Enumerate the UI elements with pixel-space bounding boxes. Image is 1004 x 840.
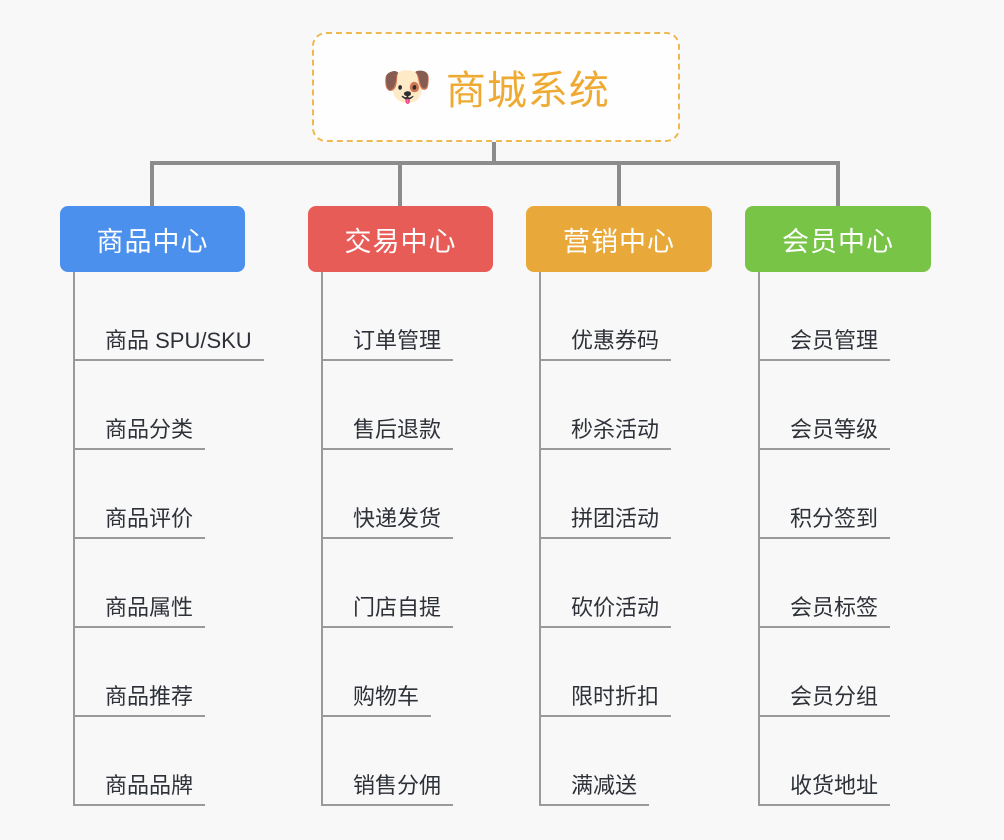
leaf-item[interactable]: 收货地址	[758, 717, 891, 806]
leaf-item[interactable]: 会员等级	[758, 361, 891, 450]
branch-trunk-line	[758, 272, 760, 806]
leaf-item[interactable]: 购物车	[321, 628, 453, 717]
leaf-label: 积分签到	[758, 506, 891, 539]
dog-face-icon: 🐶	[382, 65, 432, 109]
branch-drop-connector-2	[398, 161, 402, 207]
leaf-item[interactable]: 售后退款	[321, 361, 454, 450]
leaf-label: 销售分佣	[321, 773, 454, 806]
leaf-list-marketing-center: 优惠券码 秒杀活动 拼团活动 砍价活动 限时折扣 满减送	[539, 272, 672, 806]
leaf-label: 商品推荐	[73, 684, 206, 717]
leaf-label: 砍价活动	[539, 595, 672, 628]
leaf-label: 售后退款	[321, 417, 454, 450]
leaf-item[interactable]: 商品属性	[73, 539, 264, 628]
leaf-label: 商品分类	[73, 417, 206, 450]
leaf-label: 会员管理	[758, 328, 891, 361]
branch-header-member-center[interactable]: 会员中心	[745, 206, 931, 272]
leaf-label: 会员标签	[758, 595, 891, 628]
branch-header-label: 商品中心	[96, 226, 209, 257]
leaf-item[interactable]: 优惠券码	[539, 272, 672, 361]
leaf-item[interactable]: 快递发货	[321, 450, 454, 539]
leaf-item[interactable]: 商品评价	[73, 450, 264, 539]
leaf-item[interactable]: 积分签到	[758, 450, 891, 539]
leaf-label: 优惠券码	[539, 328, 672, 361]
leaf-label: 快递发货	[321, 506, 454, 539]
leaf-label: 订单管理	[321, 328, 454, 361]
leaf-item[interactable]: 商品分类	[73, 361, 264, 450]
leaf-label: 商品评价	[73, 506, 206, 539]
branch-trunk-line	[73, 272, 75, 806]
leaf-item[interactable]: 拼团活动	[539, 450, 672, 539]
leaf-label: 购物车	[321, 684, 432, 717]
branch-header-trade-center[interactable]: 交易中心	[308, 206, 493, 272]
leaf-label: 商品品牌	[73, 773, 206, 806]
leaf-label: 拼团活动	[539, 506, 672, 539]
leaf-item[interactable]: 满减送	[539, 717, 671, 806]
leaf-item[interactable]: 会员标签	[758, 539, 891, 628]
leaf-item[interactable]: 商品推荐	[73, 628, 264, 717]
branch-header-label: 会员中心	[782, 226, 894, 257]
leaf-item[interactable]: 秒杀活动	[539, 361, 672, 450]
root-title: 商城系统	[445, 69, 610, 113]
leaf-label: 收货地址	[758, 773, 891, 806]
branch-drop-connector-1	[150, 161, 154, 207]
leaf-item[interactable]: 销售分佣	[321, 717, 454, 806]
horizontal-bus-connector	[150, 161, 840, 165]
leaf-item[interactable]: 会员分组	[758, 628, 891, 717]
leaf-label: 满减送	[539, 773, 650, 806]
leaf-item[interactable]: 订单管理	[321, 272, 454, 361]
leaf-label: 会员分组	[758, 684, 891, 717]
branch-header-label: 营销中心	[563, 226, 675, 257]
branch-header-product-center[interactable]: 商品中心	[60, 206, 245, 272]
leaf-label: 商品 SPU/SKU	[73, 328, 264, 361]
leaf-list-trade-center: 订单管理 售后退款 快递发货 门店自提 购物车 销售分佣	[321, 272, 454, 806]
leaf-list-product-center: 商品 SPU/SKU 商品分类 商品评价 商品属性 商品推荐 商品品牌	[73, 272, 264, 806]
branch-drop-connector-3	[617, 161, 621, 207]
root-stem-connector	[492, 142, 496, 165]
leaf-item[interactable]: 商品品牌	[73, 717, 264, 806]
leaf-item[interactable]: 门店自提	[321, 539, 454, 628]
leaf-label: 会员等级	[758, 417, 891, 450]
leaf-item[interactable]: 商品 SPU/SKU	[73, 272, 264, 361]
leaf-label: 限时折扣	[539, 684, 672, 717]
leaf-list-member-center: 会员管理 会员等级 积分签到 会员标签 会员分组 收货地址	[758, 272, 891, 806]
branch-drop-connector-4	[836, 161, 840, 207]
leaf-label: 秒杀活动	[539, 417, 672, 450]
branch-header-label: 交易中心	[344, 226, 457, 257]
leaf-item[interactable]: 限时折扣	[539, 628, 672, 717]
root-node[interactable]: 🐶 商城系统	[312, 32, 680, 142]
branch-trunk-line	[321, 272, 323, 806]
leaf-item[interactable]: 砍价活动	[539, 539, 672, 628]
branch-trunk-line	[539, 272, 541, 806]
leaf-label: 商品属性	[73, 595, 206, 628]
branch-header-marketing-center[interactable]: 营销中心	[526, 206, 712, 272]
leaf-label: 门店自提	[321, 595, 454, 628]
leaf-item[interactable]: 会员管理	[758, 272, 891, 361]
